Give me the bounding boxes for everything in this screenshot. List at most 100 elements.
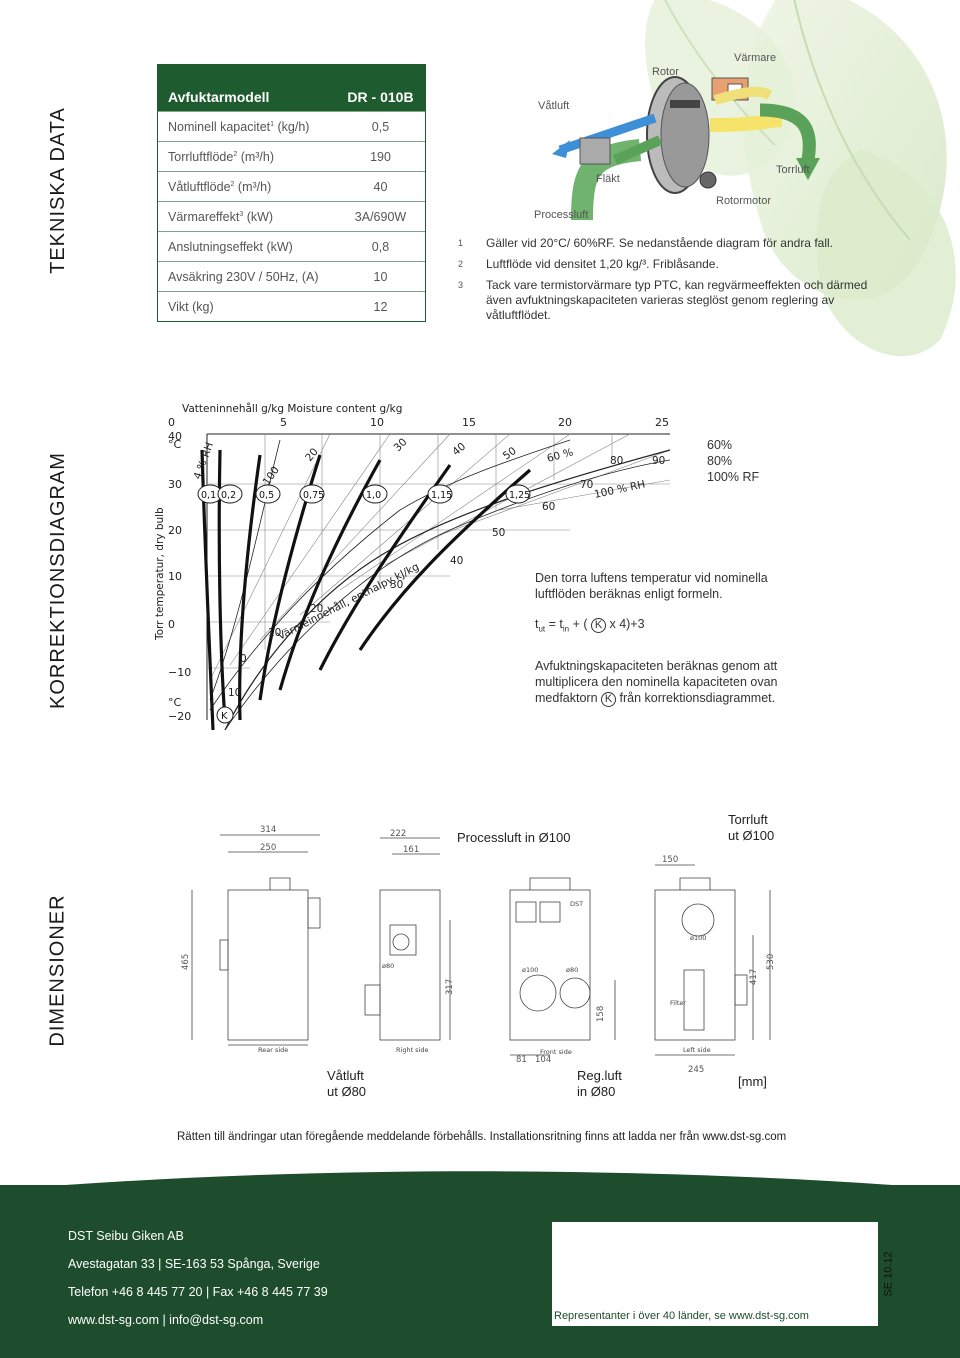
label-rotor: Rotor bbox=[652, 66, 679, 78]
top-tick-label: 10 bbox=[370, 416, 384, 429]
k-value-circle bbox=[362, 484, 388, 504]
spec-row-value: 190 bbox=[370, 149, 391, 164]
dimension-value: 161 bbox=[403, 845, 419, 855]
spec-row: Avsäkring 230V / 50Hz, (A) 10 bbox=[158, 261, 425, 291]
dimension-value: 465 bbox=[181, 954, 191, 970]
y-tick-label: 10 bbox=[168, 570, 182, 583]
y-tick-label: −10 bbox=[168, 666, 191, 679]
correction-formula: tut = tin + ( K x 4)+3 bbox=[535, 617, 645, 634]
y-tick-label: 30 bbox=[168, 478, 182, 491]
enthalpy-tick-label: 30 bbox=[390, 579, 403, 591]
dimension-inline-label: Filter bbox=[670, 999, 686, 1007]
caption-wet-out: Våtluft ut Ø80 bbox=[327, 1068, 367, 1099]
top-tick-label: 20 bbox=[558, 416, 572, 429]
dimension-inline-label: ø80 bbox=[566, 966, 578, 974]
dimension-value: 317 bbox=[445, 979, 455, 995]
dimension-inline-label: ø100 bbox=[522, 966, 538, 974]
correction-chart: Vatteninnehåll g/kg Moisture content g/k… bbox=[150, 400, 710, 731]
spec-row-label: Värmareffekt3 (kW) bbox=[168, 209, 274, 224]
para-k-circle: K bbox=[601, 691, 617, 707]
edition-label: SE 10.12 bbox=[883, 1251, 896, 1297]
dimension-value: 314 bbox=[260, 825, 276, 835]
rh-label-low: 4 % RH bbox=[192, 441, 216, 481]
dimension-value: 250 bbox=[260, 843, 276, 853]
spec-row: Anslutningseffekt (kW)0,8 bbox=[158, 231, 425, 261]
enthalpy-tick-label: 60 bbox=[542, 501, 555, 513]
enthalpy-tick-label: 50 bbox=[501, 445, 519, 463]
spec-row-value: 10 bbox=[373, 269, 388, 284]
dimension-inline-label: ø80 bbox=[382, 962, 394, 970]
dimension-inline-label: Front side bbox=[540, 1048, 572, 1056]
enthalpy-tick-label: 40 bbox=[450, 555, 463, 567]
top-tick-label: 0 bbox=[168, 416, 175, 429]
enthalpy-tick-label: 10 bbox=[228, 687, 241, 699]
dimension-inline-label: Left side bbox=[683, 1046, 711, 1054]
y-unit-top: °C bbox=[168, 438, 182, 451]
dimension-value: 222 bbox=[390, 829, 406, 839]
spec-row-value: 40 bbox=[373, 179, 388, 194]
spec-row-label: Avsäkring 230V / 50Hz, (A) bbox=[168, 269, 319, 284]
spec-row-label: Våtluftflöde2 (m³/h) bbox=[168, 179, 272, 194]
enthalpy-tick-label: 0 bbox=[240, 653, 247, 665]
footer-representatives[interactable]: Representanter i över 40 länder, se www.… bbox=[554, 1310, 809, 1322]
k-value-circle bbox=[427, 484, 453, 504]
spec-row-label: Torrluftflöde2 (m³/h) bbox=[168, 149, 275, 164]
section-label-korrektionsdiagram: KORREKTIONSDIAGRAM bbox=[46, 451, 69, 709]
y-axis-label: Torr temperatur, dry bulb bbox=[154, 507, 166, 641]
spec-header-value: DR - 010B bbox=[347, 89, 414, 105]
k-value-circle bbox=[217, 484, 243, 504]
k-symbol-circle bbox=[216, 706, 234, 724]
k-value-label: 0,5 bbox=[259, 490, 274, 501]
label-heater: Värmare bbox=[734, 52, 777, 64]
leaf-background-image bbox=[645, 0, 956, 357]
spec-row: Våtluftflöde2 (m³/h) 40 bbox=[158, 171, 425, 201]
footer-phone: Telefon +46 8 445 77 20 | Fax +46 8 445 … bbox=[68, 1285, 328, 1299]
footer-web[interactable]: www.dst-sg.com | info@dst-sg.com bbox=[68, 1313, 264, 1327]
rh-label-60: 60 % bbox=[546, 446, 575, 465]
correction-para-1: Den torra luftens temperatur vid nominel… bbox=[535, 571, 768, 601]
rh-label-100: 100 % RH bbox=[593, 478, 646, 501]
label-dry-air: Torrluft bbox=[776, 164, 810, 176]
k-value-circle bbox=[255, 484, 281, 504]
y-tick-label: 20 bbox=[168, 524, 182, 537]
enthalpy-axis-label: Värmeinnehåll, enthalpy kJ/kg bbox=[275, 560, 421, 643]
dimension-value: 245 bbox=[688, 1065, 704, 1075]
dimension-value: 150 bbox=[662, 855, 678, 865]
k-value-label: 1,15 bbox=[431, 490, 452, 501]
rf-legend-item: 60% bbox=[707, 438, 733, 452]
k-value-label: 0,75 bbox=[303, 490, 324, 501]
enthalpy-tick-label: 70 bbox=[580, 479, 593, 491]
y-tick-label: 0 bbox=[168, 618, 175, 631]
dimension-value: 530 bbox=[766, 954, 776, 970]
correction-para-2: Avfuktningskapaciteten beräknas genom at… bbox=[535, 658, 778, 707]
dimension-inline-label: Right side bbox=[396, 1046, 429, 1054]
spec-row-label: Vikt (kg) bbox=[168, 299, 214, 314]
k-value-label: 1,25 bbox=[509, 490, 530, 501]
spec-row-label: Anslutningseffekt (kW) bbox=[168, 239, 293, 254]
footer-address: Avestagatan 33 | SE-163 53 Spånga, Sveri… bbox=[68, 1257, 320, 1271]
dimension-inline-label: DST bbox=[570, 900, 583, 908]
spec-table-header: Avfuktarmodell DR - 010B bbox=[158, 65, 425, 111]
enthalpy-tick-label: 80 bbox=[610, 455, 623, 467]
psychrometric-chart-svg: Vatteninnehåll g/kg Moisture content g/k… bbox=[154, 402, 671, 731]
spec-header-label: Avfuktarmodell bbox=[168, 89, 270, 105]
label-fan: Fläkt bbox=[596, 173, 620, 185]
caption-process-in: Processluft in Ø100 bbox=[457, 830, 571, 845]
label-process-air: Processluft bbox=[534, 209, 589, 221]
y-tick-label: 40 bbox=[168, 430, 182, 443]
label-wet-air: Våtluft bbox=[538, 100, 570, 112]
top-tick-label: 15 bbox=[462, 416, 476, 429]
top-tick-label: 25 bbox=[655, 416, 669, 429]
k-value-label: 1,0 bbox=[366, 490, 381, 501]
caption-dry-out: Torrluft ut Ø100 bbox=[728, 812, 775, 843]
enthalpy-tick-label: 40 bbox=[450, 441, 468, 459]
correction-text: Den torra luftens temperatur vid nominel… bbox=[535, 570, 805, 707]
k-symbol-text: K bbox=[221, 711, 228, 722]
enthalpy-tick-label: 20 bbox=[310, 603, 323, 615]
spec-row: Vikt (kg)12 bbox=[158, 291, 425, 321]
